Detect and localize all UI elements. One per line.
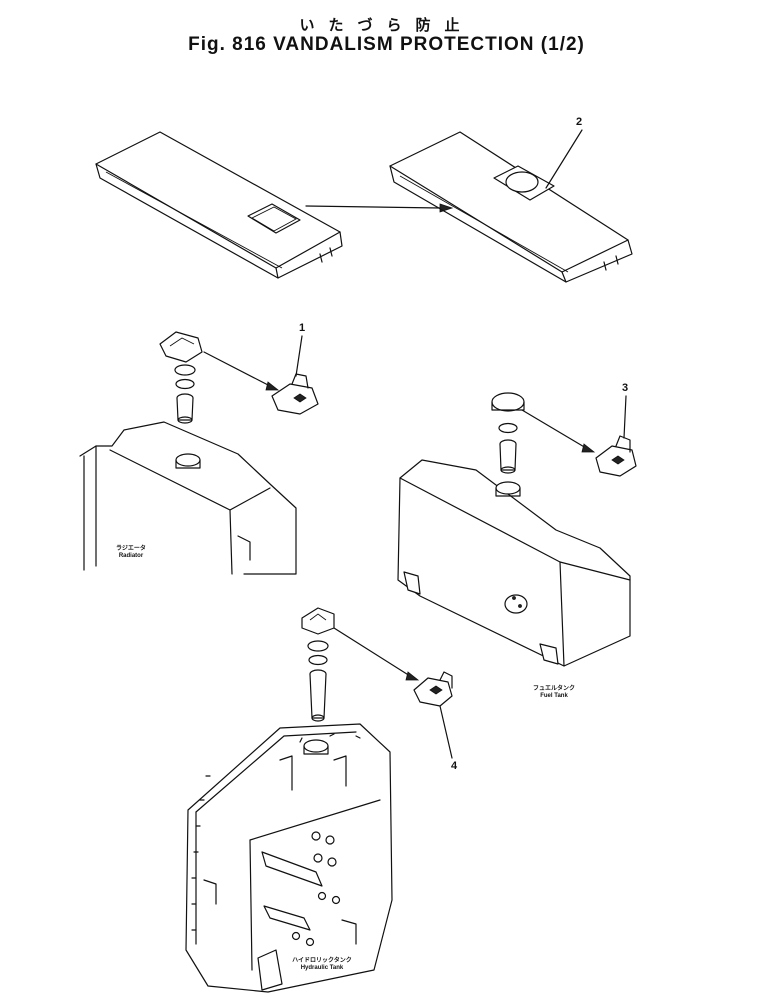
- part-number-1: 1: [299, 322, 306, 334]
- leader-arrow-radiator: [203, 351, 271, 387]
- leader-line-2: [545, 129, 583, 189]
- radiator-cap-group: [159, 331, 203, 424]
- leader-line-3: [623, 395, 627, 439]
- hood-cover-modified: [389, 131, 633, 283]
- part-1-lockable-cap: [271, 373, 319, 415]
- japanese-title: いたづら防止: [299, 17, 474, 34]
- figure-title: Fig. 816 VANDALISM PROTECTION (1/2): [188, 34, 585, 55]
- part-number-2: 2: [576, 116, 583, 128]
- fuel-tank-label-en: Fuel Tank: [540, 693, 568, 699]
- radiator-label-en: Radiator: [118, 553, 144, 559]
- hydraulic-tank-label: ハイドロリックタンク Hydraulic Tank: [282, 958, 362, 972]
- fuel-tank-label-jp: フュエルタンク: [532, 686, 575, 692]
- hydraulic-tank-label-jp: ハイドロリックタンク: [292, 958, 352, 964]
- hydraulic-tank-label-en: Hydraulic Tank: [300, 965, 344, 971]
- part-number-4: 4: [451, 760, 458, 772]
- leader-line-1: [295, 335, 303, 377]
- modification-arrow: [305, 205, 441, 209]
- leader-arrow-fuel: [521, 409, 587, 449]
- part-4-lockable-cap: [413, 671, 453, 707]
- part-number-3: 3: [622, 382, 629, 394]
- part-3-lockable-cap: [595, 435, 637, 477]
- radiator: [79, 421, 297, 575]
- hydraulic-cap-group: [301, 607, 335, 722]
- hydraulic-tank: [185, 723, 393, 993]
- fuel-tank-label: フュエルタンク Fuel Tank: [524, 686, 584, 700]
- fuel-cap-group: [491, 392, 525, 474]
- hood-cover-original: [95, 131, 343, 279]
- leader-line-4: [439, 705, 453, 759]
- fuel-tank: [397, 459, 631, 667]
- leader-arrow-hydraulic: [333, 627, 411, 677]
- radiator-label: ラジエータ Radiator: [106, 546, 156, 560]
- radiator-label-jp: ラジエータ: [116, 546, 146, 552]
